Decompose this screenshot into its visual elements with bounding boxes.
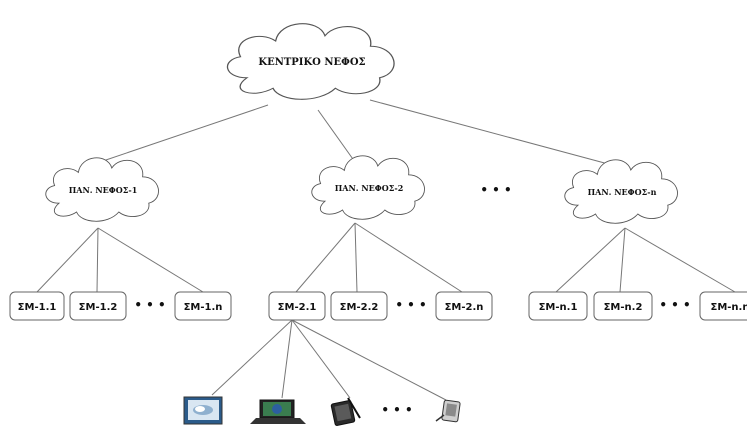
device-edges [211, 319, 447, 401]
node-label: ΣΜ-n.n [711, 302, 747, 313]
regional-cloud-1: ΠΑΝ. ΝΕΦΟΣ-1 [45, 157, 159, 222]
node-group-1: ΣΜ-1.1 ΣΜ-1.2 • • • ΣΜ-1.n [9, 291, 232, 321]
edge-central-regional-2 [317, 109, 356, 163]
edge-central-regional-1 [99, 104, 269, 163]
node-box: ΣΜ-1.n [174, 291, 232, 321]
node-label: ΣΜ-n.2 [604, 302, 643, 313]
node-box: ΣΜ-n.n [699, 291, 747, 321]
regional-cloud-2: ΠΑΝ. ΝΕΦΟΣ-2 [311, 155, 425, 220]
central-cloud: ΚΕΝΤΡΙΚΟ ΝΕΦΟΣ [226, 23, 395, 100]
regional-cloud-label: ΠΑΝ. ΝΕΦΟΣ-2 [335, 183, 404, 193]
node-label: ΣΜ-2.1 [278, 302, 317, 313]
node-box: ΣΜ-2.2 [330, 291, 388, 321]
edge-central-regional-n [369, 99, 613, 166]
regional-cloud-label: ΠΑΝ. ΝΕΦΟΣ-n [588, 187, 657, 197]
node-box: ΣΜ-n.2 [593, 291, 653, 321]
node-group-n: ΣΜ-n.1 ΣΜ-n.2 • • • ΣΜ-n.n [528, 291, 747, 321]
node-ellipsis: • • • [134, 298, 165, 312]
node-ellipsis: • • • [395, 298, 426, 312]
handheld-device-icon [435, 399, 461, 423]
regional-ellipsis: • • • [480, 183, 511, 197]
node-label: ΣΜ-n.1 [539, 302, 578, 313]
node-group-2: ΣΜ-2.1 ΣΜ-2.2 • • • ΣΜ-2.n [268, 291, 493, 321]
node-box: ΣΜ-1.1 [9, 291, 65, 321]
central-edges [99, 99, 613, 166]
regional-edges [36, 222, 736, 293]
device-ellipsis: • • • [381, 403, 412, 417]
regional-cloud-n: ΠΑΝ. ΝΕΦΟΣ-n [564, 159, 678, 224]
node-box: ΣΜ-2.1 [268, 291, 326, 321]
node-label: ΣΜ-1.1 [18, 302, 57, 313]
tablet-stylus-icon [330, 397, 361, 426]
node-box: ΣΜ-1.2 [69, 291, 127, 321]
smart-tv-icon [183, 396, 223, 425]
central-cloud-label: ΚΕΝΤΡΙΚΟ ΝΕΦΟΣ [258, 57, 365, 68]
node-label: ΣΜ-1.2 [79, 302, 118, 313]
node-box: ΣΜ-2.n [435, 291, 493, 321]
regional-cloud-label: ΠΑΝ. ΝΕΦΟΣ-1 [69, 185, 138, 195]
node-label: ΣΜ-2.2 [340, 302, 379, 313]
node-ellipsis: • • • [659, 298, 690, 312]
laptop-icon [250, 399, 306, 424]
node-box: ΣΜ-n.1 [528, 291, 588, 321]
node-label: ΣΜ-1.n [184, 302, 223, 313]
node-label: ΣΜ-2.n [445, 302, 484, 313]
